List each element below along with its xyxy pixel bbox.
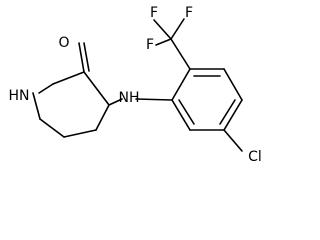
bond-benzene-inner-3 — [178, 99, 195, 125]
bond-carbonyl-double-1 — [78, 42, 85, 73]
bond-nh-aryl — [135, 98, 173, 101]
bond-cf3-f2 — [170, 18, 185, 40]
bond-benzene-4 — [223, 99, 243, 131]
bond-ring-c5-carbonyl — [52, 71, 85, 85]
fluorine-label-2: F — [185, 5, 193, 21]
carbonyl-oxygen-label: O — [58, 35, 69, 51]
chlorine-label: Cl — [248, 149, 262, 165]
bond-benzene-3 — [223, 68, 243, 101]
bond-c4-nh — [108, 98, 123, 106]
fluorine-label-3: F — [146, 37, 154, 53]
molecule-structure: O HN NH Cl F F F — [9, 5, 262, 165]
ring-nitrogen-label: HN — [9, 88, 30, 104]
bond-benzene-1 — [171, 68, 191, 101]
bond-benzene-6 — [171, 99, 191, 131]
bond-cf3-f3 — [155, 38, 172, 46]
bond-ring-nh-c1 — [32, 92, 41, 120]
bond-carbonyl-nh — [38, 83, 54, 94]
bond-ring-c3-c4 — [95, 104, 110, 131]
bond-cf3-f1 — [153, 19, 172, 40]
bond-ring-c4-c5 — [83, 71, 110, 106]
amine-nitrogen-label: NH — [119, 90, 140, 106]
bond-ring-c1-c2 — [39, 118, 65, 138]
fluorine-label-1: F — [150, 5, 158, 21]
bond-aryl-cf3 — [170, 38, 191, 70]
bond-aryl-cl — [223, 129, 243, 152]
bond-benzene-inner-2 — [219, 99, 236, 125]
bond-carbonyl-double-2 — [83, 42, 90, 72]
bond-ring-c2-c3 — [63, 129, 97, 138]
